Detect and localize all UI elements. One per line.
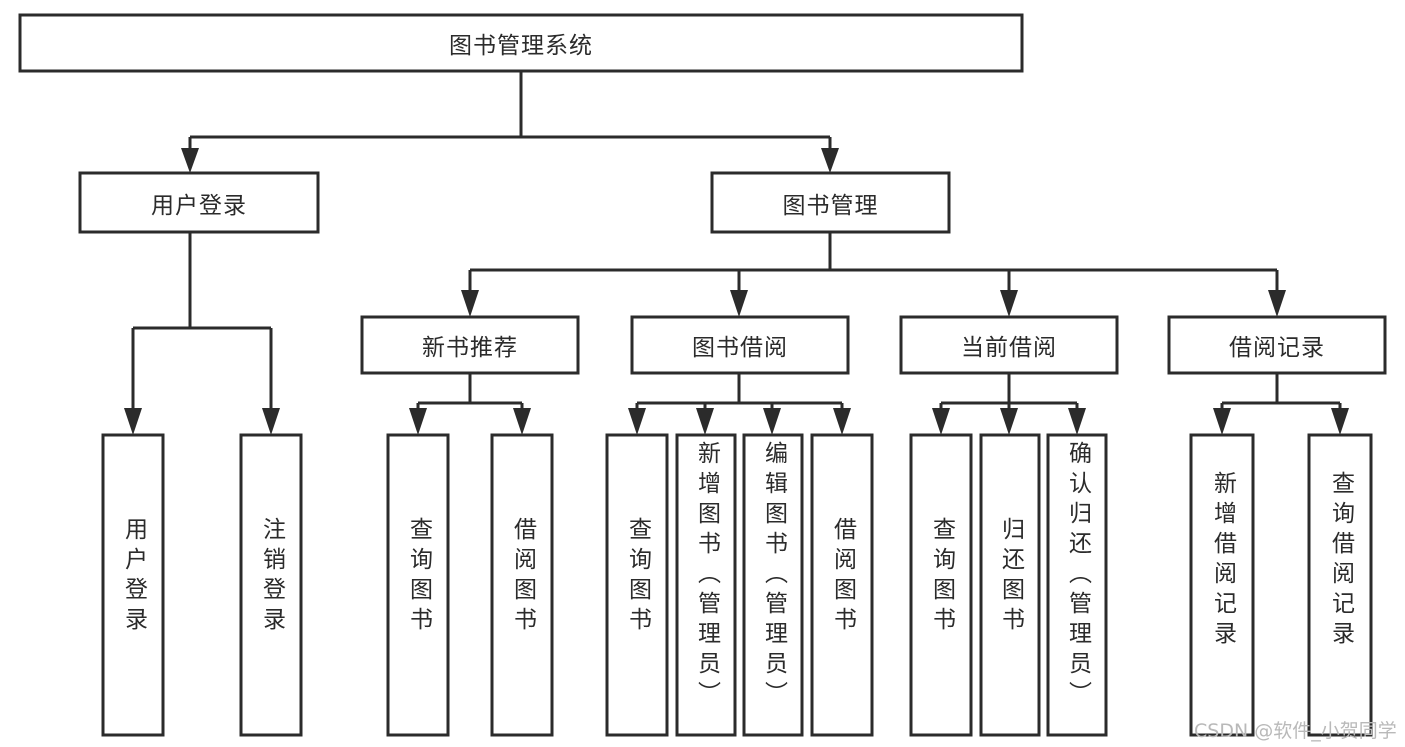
- arrow-head-borrow-record: [1268, 290, 1286, 317]
- arrow-head-book-mgmt: [821, 148, 839, 173]
- arrow-head-leaf-user-login: [124, 408, 142, 435]
- arrow-head-borrow-leaf-1: [628, 408, 646, 435]
- node-current-borrow[interactable]: [899, 315, 1119, 375]
- node-borrow-record[interactable]: [1167, 315, 1387, 375]
- arrow-head-borrow-leaf-4: [833, 408, 851, 435]
- node-user-login[interactable]: [78, 171, 320, 234]
- arrow-head-new-book-rec: [461, 290, 479, 317]
- node-leaf-query-record[interactable]: [1307, 433, 1373, 737]
- arrow-head-newbook-leaf-2: [513, 408, 531, 435]
- node-new-book-recommend[interactable]: [360, 315, 580, 375]
- arrow-head-book-borrow: [730, 290, 748, 317]
- arrow-head-newbook-leaf-1: [409, 408, 427, 435]
- node-leaf-confirm-return[interactable]: [1046, 433, 1108, 737]
- node-leaf-query-book-1[interactable]: [386, 433, 450, 737]
- node-book-borrow[interactable]: [630, 315, 850, 375]
- node-book-management[interactable]: [710, 171, 951, 234]
- node-leaf-add-book[interactable]: [675, 433, 737, 737]
- node-leaf-logout[interactable]: [239, 433, 303, 737]
- arrow-head-current-leaf-1: [932, 408, 950, 435]
- arrow-head-current-borrow: [1000, 290, 1018, 317]
- node-leaf-query-book-2[interactable]: [605, 433, 669, 737]
- node-root[interactable]: [18, 13, 1024, 73]
- arrow-head-record-leaf-1: [1213, 408, 1231, 435]
- arrow-head-current-leaf-2: [1000, 408, 1018, 435]
- arrow-head-leaf-logout: [262, 408, 280, 435]
- arrow-head-borrow-leaf-3: [763, 408, 781, 435]
- node-leaf-return-book[interactable]: [979, 433, 1041, 737]
- node-leaf-edit-book[interactable]: [742, 433, 804, 737]
- arrow-head-user-login: [181, 148, 199, 173]
- node-leaf-query-book-3[interactable]: [909, 433, 973, 737]
- node-leaf-borrow-book-2[interactable]: [810, 433, 874, 737]
- node-leaf-add-record[interactable]: [1189, 433, 1255, 737]
- arrow-head-record-leaf-2: [1331, 408, 1349, 435]
- node-leaf-user-login[interactable]: [101, 433, 165, 737]
- node-leaf-borrow-book-1[interactable]: [490, 433, 554, 737]
- arrow-head-borrow-leaf-2: [696, 408, 714, 435]
- arrow-head-current-leaf-3: [1068, 408, 1086, 435]
